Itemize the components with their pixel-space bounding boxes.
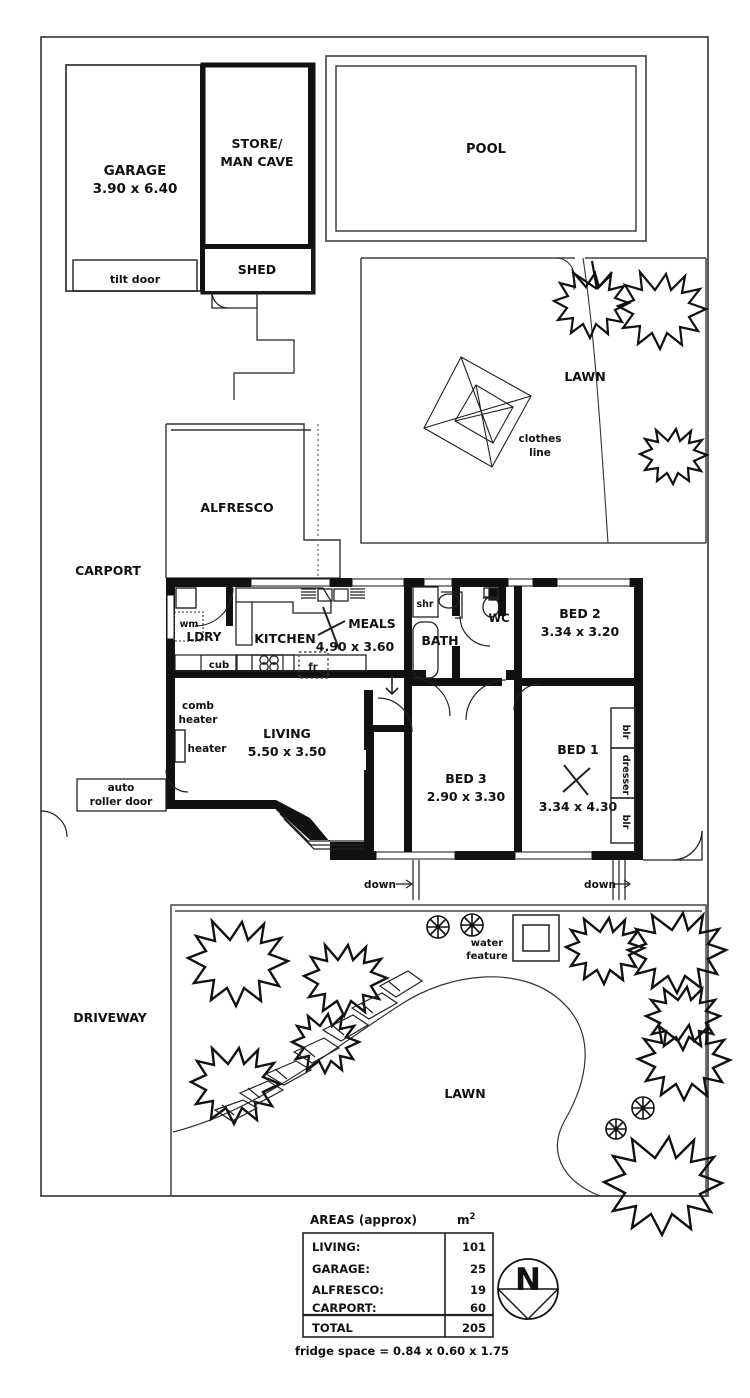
auto-roller-door bbox=[40, 778, 167, 838]
down-right-label: down bbox=[584, 879, 616, 891]
alfresco-label: ALFRESCO bbox=[200, 500, 273, 515]
living-label: LIVING bbox=[263, 726, 311, 741]
areas-row-3-value: 60 bbox=[470, 1301, 486, 1315]
garage-dims-label: 3.90 x 6.40 bbox=[93, 181, 178, 197]
cupboard-label: cub bbox=[209, 660, 229, 671]
shed-label: SHED bbox=[238, 262, 276, 277]
areas-total-value: 205 bbox=[462, 1321, 486, 1335]
washing-machine-label: wm bbox=[180, 619, 199, 630]
heater-symbol bbox=[174, 729, 186, 763]
dresser-label: dresser bbox=[620, 755, 631, 796]
bed1-label: BED 1 bbox=[557, 742, 599, 757]
blr-top-label: blr bbox=[620, 725, 631, 740]
meals-dims-label: 4.90 x 3.60 bbox=[316, 639, 395, 654]
bed2-dims-label: 3.34 x 3.20 bbox=[541, 624, 620, 639]
water-feature-label-line2: feature bbox=[466, 951, 508, 962]
kitchen-area bbox=[235, 587, 367, 672]
pool-area bbox=[325, 55, 647, 242]
north-compass: N bbox=[497, 1258, 559, 1320]
store-man-cave-label-line2: MAN CAVE bbox=[220, 154, 293, 169]
compass-north-letter: N bbox=[515, 1262, 541, 1298]
bath-label: BATH bbox=[421, 633, 458, 648]
front-small-plants-right bbox=[605, 1096, 655, 1140]
down-left-label: down bbox=[364, 879, 396, 891]
meals-label: MEALS bbox=[348, 616, 396, 631]
areas-row-0-value: 101 bbox=[462, 1240, 486, 1254]
areas-row-3-name: CARPORT: bbox=[312, 1301, 377, 1315]
areas-table bbox=[302, 1232, 494, 1338]
water-feature-plants bbox=[426, 913, 484, 939]
meals-opening-marker bbox=[385, 678, 399, 696]
shower-label: shr bbox=[416, 599, 433, 610]
front-lawn-label: LAWN bbox=[444, 1086, 485, 1101]
laundry-label: LDRY bbox=[187, 630, 222, 644]
auto-roller-door-label-line2: roller door bbox=[90, 796, 153, 808]
wc-area bbox=[482, 587, 500, 618]
wc-label: WC bbox=[488, 611, 509, 625]
fridge-label: fr bbox=[308, 662, 317, 673]
areas-row-2-value: 19 bbox=[470, 1283, 486, 1297]
bed3-dims-label: 2.90 x 3.30 bbox=[427, 789, 506, 804]
areas-row-0-name: LIVING: bbox=[312, 1240, 360, 1254]
clothes-line-label-line2: line bbox=[529, 447, 551, 459]
bed2-label: BED 2 bbox=[559, 606, 601, 621]
areas-row-2-name: ALFRESCO: bbox=[312, 1283, 384, 1297]
clothes-line-symbol bbox=[423, 356, 532, 468]
rear-lawn-area bbox=[360, 257, 707, 544]
entry-door-right bbox=[643, 830, 703, 861]
bed1-dims-label: 3.34 x 4.30 bbox=[539, 799, 618, 814]
front-garden-area bbox=[170, 904, 707, 1197]
bathroom-area bbox=[412, 586, 463, 679]
heater-label: heater bbox=[187, 743, 227, 755]
water-feature-label-line1: water bbox=[471, 938, 504, 949]
blr-bottom-label: blr bbox=[620, 815, 631, 830]
garden-bed-curve bbox=[172, 976, 601, 1197]
garage-label: GARAGE bbox=[104, 163, 167, 179]
door-arcs bbox=[165, 615, 541, 793]
garage-block bbox=[65, 62, 316, 400]
meals-cross-marker bbox=[317, 606, 346, 650]
comb-heater-label-line1: comb bbox=[182, 700, 214, 712]
areas-table-header-label: AREAS (approx) bbox=[310, 1213, 417, 1227]
front-tree-group-left bbox=[185, 917, 390, 1127]
fridge-space-footnote: fridge space = 0.84 x 0.60 x 1.75 bbox=[295, 1344, 509, 1358]
robe-column bbox=[610, 707, 636, 844]
water-feature-symbol bbox=[512, 914, 560, 962]
garden-rock-cluster bbox=[213, 970, 424, 1122]
driveway-label: DRIVEWAY bbox=[73, 1010, 148, 1025]
fridge-space bbox=[298, 651, 329, 679]
areas-total-name: TOTAL bbox=[312, 1321, 353, 1335]
laundry-area bbox=[173, 587, 284, 672]
store-man-cave-label-line1: STORE/ bbox=[232, 136, 283, 151]
areas-row-1-name: GARAGE: bbox=[312, 1262, 370, 1276]
comb-heater-label-line2: heater bbox=[178, 714, 218, 726]
interior-walls bbox=[166, 578, 636, 852]
bed3-label: BED 3 bbox=[445, 771, 487, 786]
areas-table-unit-label: m2 bbox=[457, 1212, 476, 1227]
carport-label: CARPORT bbox=[75, 563, 141, 578]
rear-tree-group bbox=[551, 260, 710, 487]
areas-row-1-value: 25 bbox=[470, 1262, 486, 1276]
auto-roller-door-label-line1: auto bbox=[108, 782, 135, 794]
tilt-door-label: tilt door bbox=[110, 273, 161, 286]
clothes-line-label-line1: clothes bbox=[519, 433, 562, 445]
pool-label: POOL bbox=[466, 142, 506, 157]
rear-lawn-label: LAWN bbox=[564, 369, 605, 384]
front-tree-group-right bbox=[563, 910, 734, 1238]
bed1-cross-marker bbox=[562, 764, 591, 796]
kitchen-label: KITCHEN bbox=[254, 631, 316, 646]
living-dims-label: 5.50 x 3.50 bbox=[248, 744, 327, 759]
down-step-markers bbox=[396, 860, 632, 900]
house-walls bbox=[166, 578, 643, 860]
